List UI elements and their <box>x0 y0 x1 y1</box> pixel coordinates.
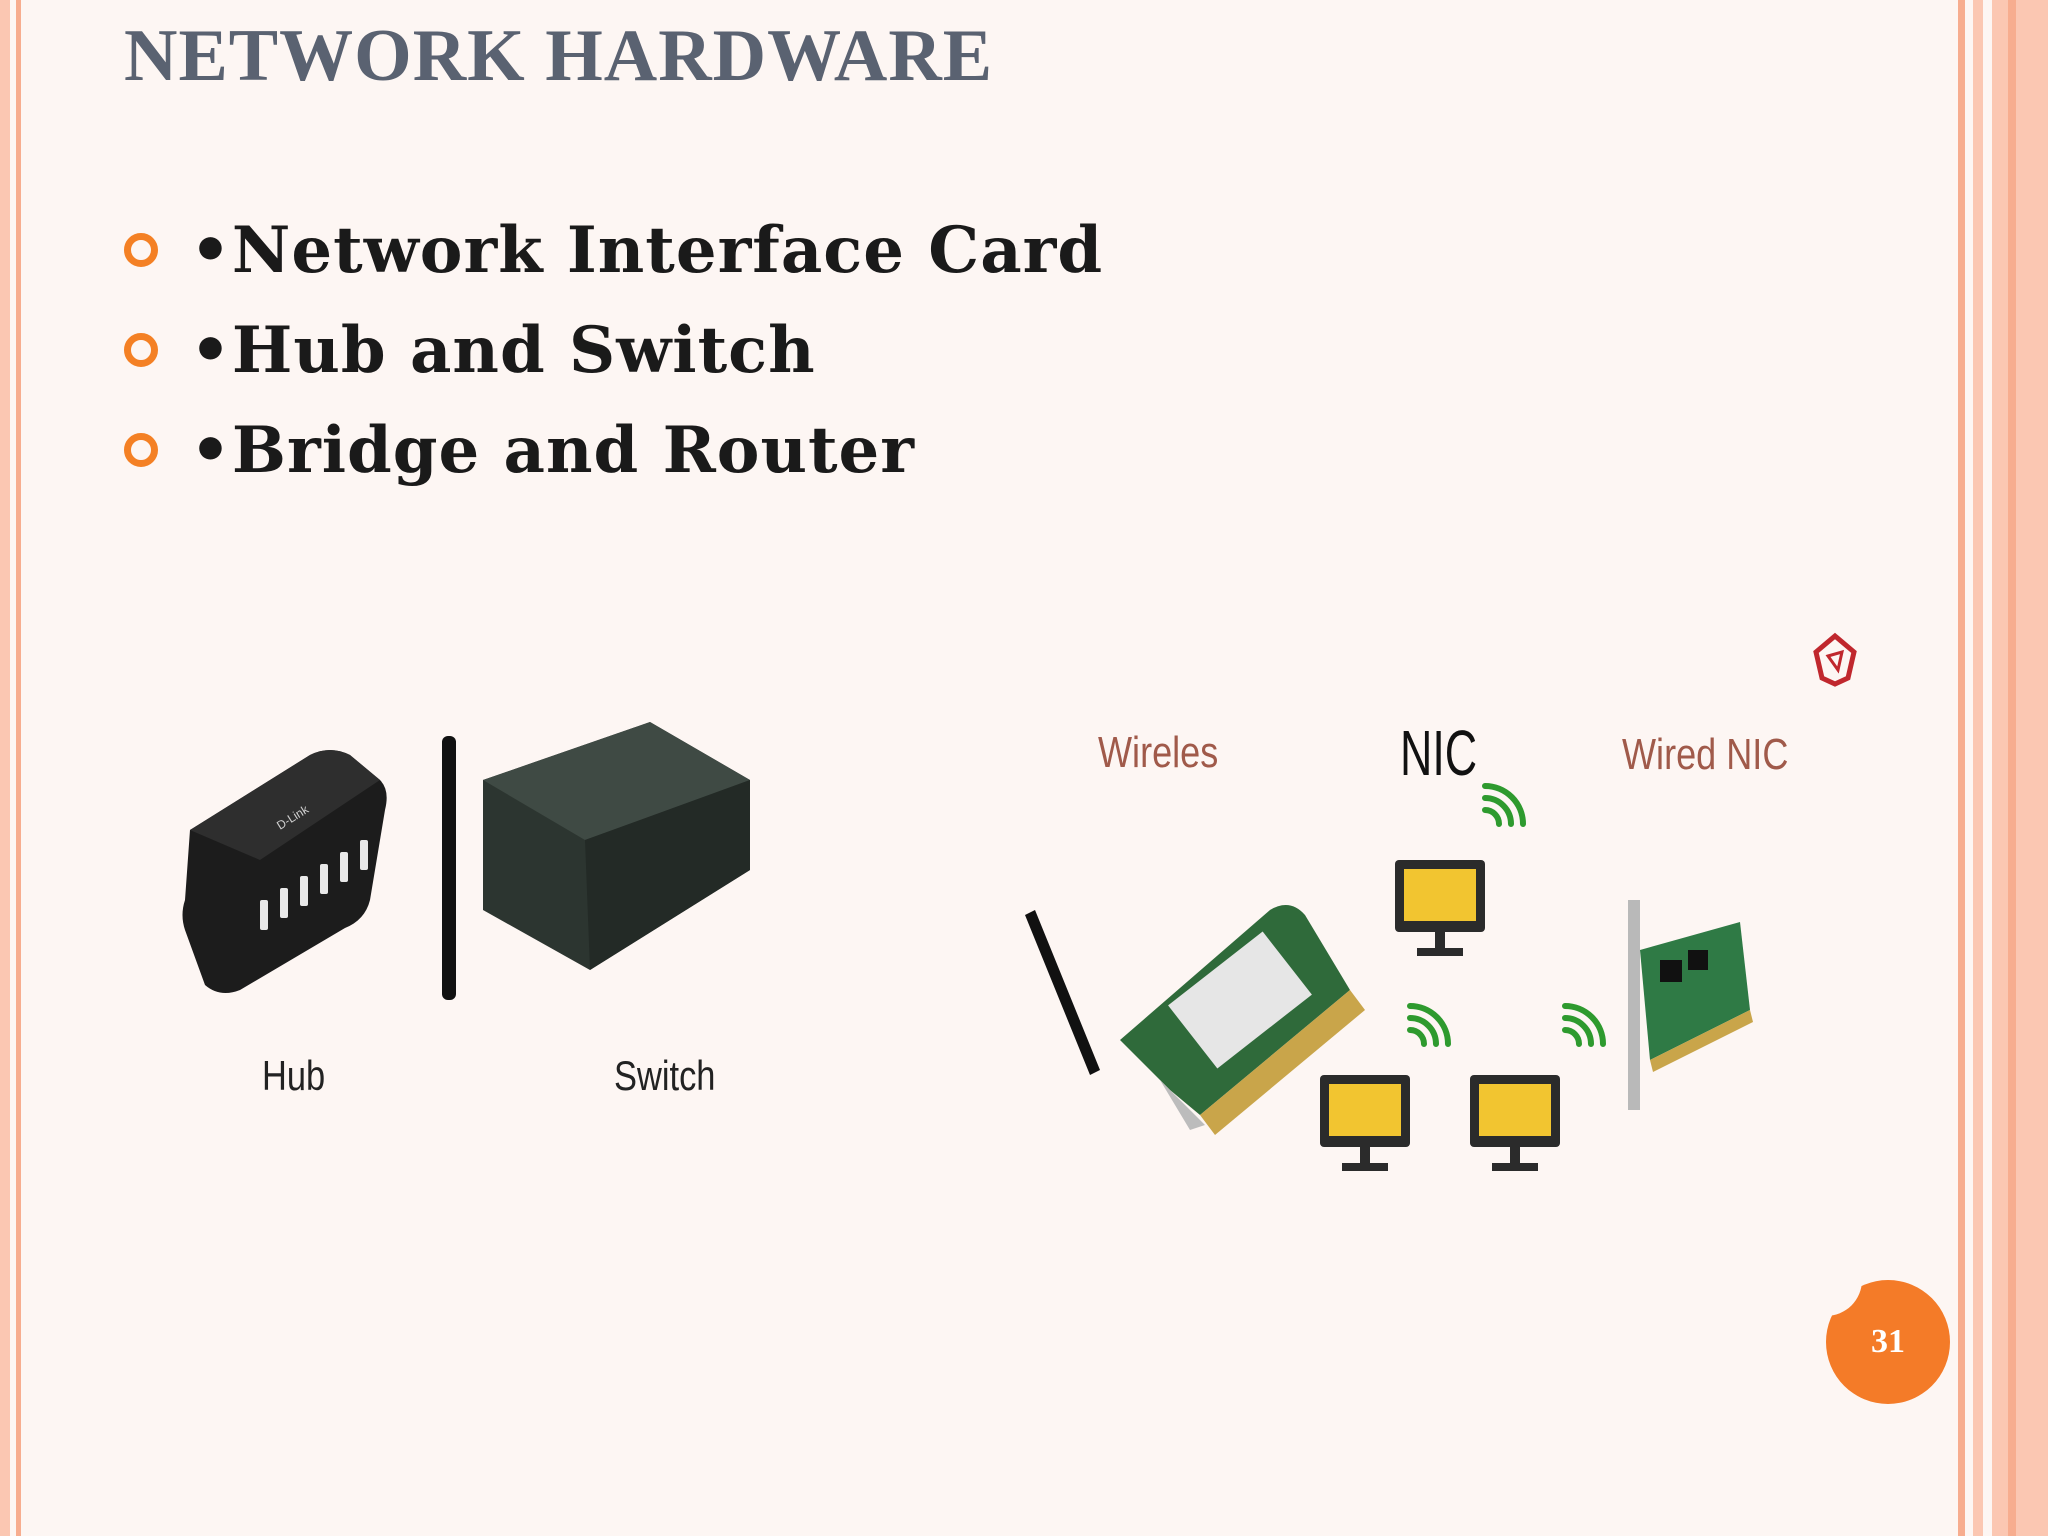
right-border-line-a <box>1958 0 1965 1536</box>
bullet-item: •Network Interface Card <box>124 200 1103 300</box>
bullet-item: •Hub and Switch <box>124 300 1103 400</box>
hub-label: Hub <box>262 1052 326 1099</box>
wired-nic-card-icon <box>1628 900 1753 1110</box>
bullet-item: •Bridge and Router <box>124 400 1103 500</box>
left-border-line <box>16 0 21 1536</box>
hub-device-icon: D-Link <box>182 750 387 994</box>
right-border-line-b <box>1973 0 1983 1536</box>
ring-bullet-icon <box>124 333 158 367</box>
slide-title: NETWORK HARDWARE <box>124 15 994 97</box>
bullet-text: •Network Interface Card <box>190 212 1104 288</box>
wireless-label: Wireles <box>1098 728 1219 777</box>
divider-bar <box>442 736 456 1000</box>
ring-bullet-icon <box>124 433 158 467</box>
right-border-line-c <box>2008 0 2016 1536</box>
monitor-icon <box>1470 1075 1560 1171</box>
bullet-text: •Bridge and Router <box>190 412 915 488</box>
nic-illustration <box>1025 783 1753 1171</box>
right-border-panel <box>1992 0 2048 1536</box>
switch-label: Switch <box>614 1052 716 1099</box>
left-border-stripe <box>0 0 10 1536</box>
monitor-icon <box>1320 1075 1410 1171</box>
wireless-nic-card-icon <box>1025 905 1365 1135</box>
switch-device-icon <box>483 722 750 970</box>
wifi-signal-icon <box>1407 783 1606 1047</box>
wired-nic-label: Wired NIC <box>1622 730 1789 779</box>
bullet-list: •Network Interface Card •Hub and Switch … <box>124 200 1103 500</box>
logo-icon <box>1813 632 1857 687</box>
bullet-text: •Hub and Switch <box>190 312 816 388</box>
monitor-icon <box>1395 860 1485 956</box>
nic-label: NIC <box>1400 717 1478 789</box>
ring-bullet-icon <box>124 233 158 267</box>
hub-switch-illustration: D-Link <box>182 722 750 1000</box>
